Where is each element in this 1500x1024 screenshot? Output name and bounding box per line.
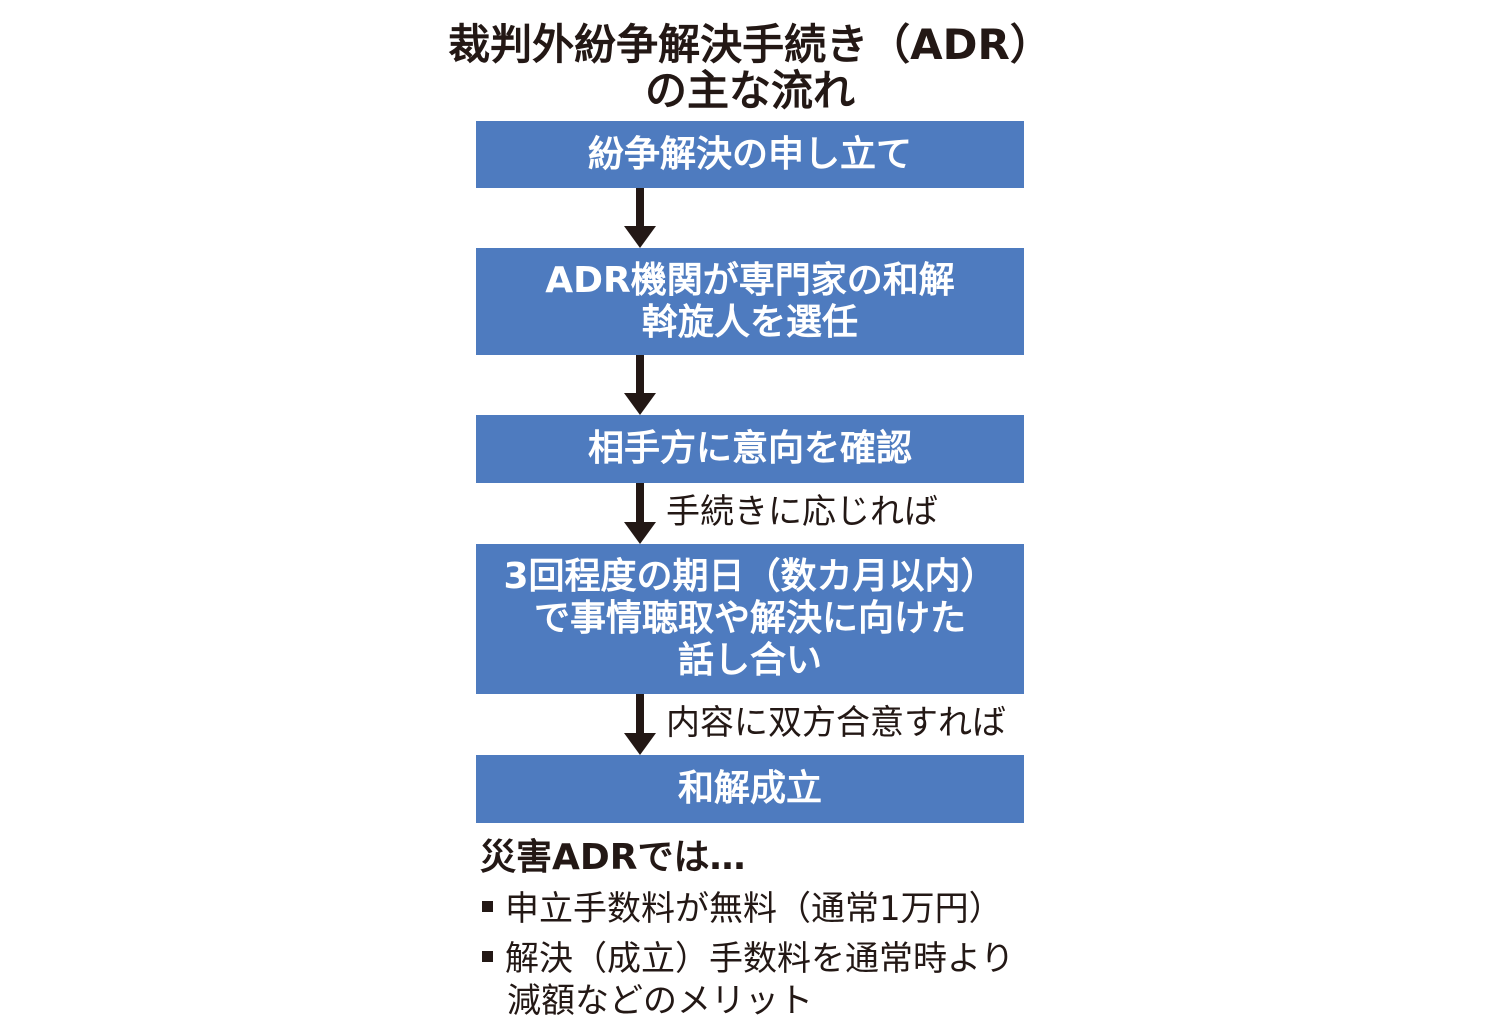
note-bullet: 解決（成立）手数料を通常時より	[482, 938, 1014, 980]
step-text: ADR機関が専門家の和解	[545, 259, 955, 301]
note-bullet: 申立手数料が無料（通常1万円）	[482, 888, 1003, 930]
bullet-square-icon	[482, 951, 493, 962]
step-select-mediator: ADR機関が専門家の和解 斡旋人を選任	[476, 248, 1024, 355]
step-confirm-intent: 相手方に意向を確認	[476, 415, 1024, 483]
step-text: で事情聴取や解決に向けた	[533, 598, 966, 639]
step-text: 斡旋人を選任	[641, 301, 858, 343]
arrow-label-if-agreed: 内容に双方合意すれば	[666, 703, 1006, 743]
diagram-title-line1: 裁判外紛争解決手続き（ADR）	[448, 20, 1052, 69]
step-settlement: 和解成立	[476, 755, 1024, 823]
note-text: 申立手数料が無料（通常1万円）	[505, 889, 1003, 929]
bullet-square-icon	[482, 901, 493, 912]
step-text: 相手方に意向を確認	[587, 428, 912, 469]
arrow-icon	[624, 355, 656, 415]
notes-title: 災害ADRでは…	[480, 837, 746, 878]
step-filing: 紛争解決の申し立て	[476, 121, 1024, 188]
arrow-icon	[624, 483, 656, 544]
arrow-icon	[624, 188, 656, 248]
arrow-icon	[624, 694, 656, 755]
step-text: 話し合い	[677, 640, 822, 681]
step-hearings: 3回程度の期日（数カ月以内） で事情聴取や解決に向けた 話し合い	[476, 544, 1024, 694]
step-text: 3回程度の期日（数カ月以内）	[503, 556, 997, 597]
step-text: 和解成立	[677, 768, 822, 809]
step-text: 紛争解決の申し立て	[587, 133, 912, 175]
note-text: 解決（成立）手数料を通常時より	[505, 939, 1015, 979]
note-text-continued: 減額などのメリット	[507, 981, 813, 1021]
diagram-title-line2: の主な流れ	[644, 66, 855, 115]
arrow-label-if-accepted: 手続きに応じれば	[666, 492, 938, 532]
